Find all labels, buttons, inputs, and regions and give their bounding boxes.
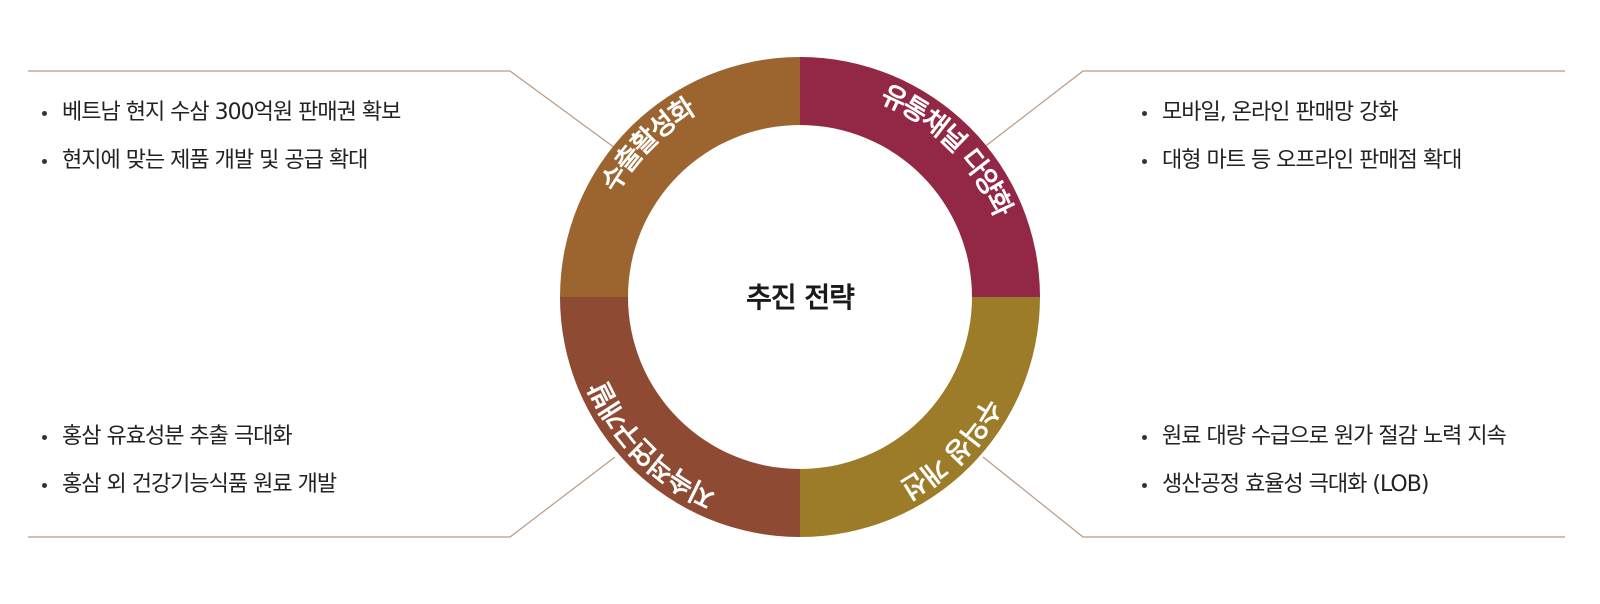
segment-top-left (560, 57, 800, 297)
bullet-list-bottom-left: 홍삼 유효성분 추출 극대화 홍삼 외 건강기능식품 원료 개발 (40, 417, 337, 513)
segment-top-right (800, 57, 1040, 297)
segment-bottom-left (560, 297, 800, 537)
list-item: 홍삼 유효성분 추출 극대화 (40, 417, 336, 465)
list-item: 현지에 맞는 제품 개발 및 공급 확대 (40, 141, 400, 189)
list-item: 대형 마트 등 오프라인 판매점 확대 (1140, 141, 1462, 189)
bullet-list-top-right: 모바일, 온라인 판매망 강화 대형 마트 등 오프라인 판매점 확대 (1140, 93, 1462, 189)
list-item: 모바일, 온라인 판매망 강화 (1140, 93, 1461, 141)
connector-bottom-right (982, 456, 1565, 538)
connector-top-left (28, 70, 616, 149)
connector-lines (28, 70, 1565, 538)
list-item: 홍삼 외 건강기능식품 원료 개발 (40, 465, 337, 513)
center-title: 추진 전략 (746, 281, 855, 314)
bullet-list-bottom-right: 원료 대량 수급으로 원가 절감 노력 지속 생산공정 효율성 극대화 (LOB… (1140, 417, 1507, 513)
connector-bottom-left (28, 456, 616, 538)
bullet-list-top-left: 베트남 현지 수삼 300억원 판매권 확보 현지에 맞는 제품 개발 및 공급… (40, 93, 401, 189)
segment-bottom-right (800, 297, 1040, 537)
donut-ring (560, 57, 1040, 537)
connector-top-right (982, 70, 1565, 149)
list-item: 생산공정 효율성 극대화 (LOB) (1140, 465, 1506, 513)
list-item: 베트남 현지 수삼 300억원 판매권 확보 (40, 93, 401, 141)
list-item: 원료 대량 수급으로 원가 절감 노력 지속 (1140, 417, 1507, 465)
